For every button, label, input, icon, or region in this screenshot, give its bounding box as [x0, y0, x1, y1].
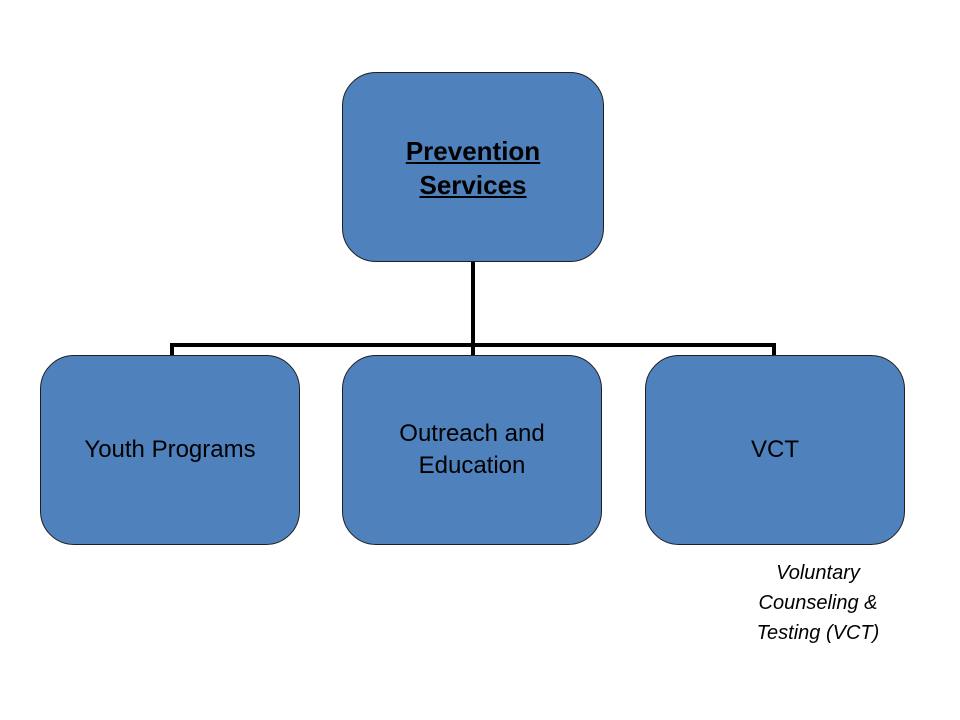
- node-prevention-services-label: Prevention Services: [405, 136, 541, 200]
- node-youth-programs-label: Youth Programs: [84, 436, 256, 463]
- node-prevention-services: Prevention Services: [342, 72, 604, 262]
- node-youth-programs: Youth Programs: [40, 355, 300, 545]
- vct-definition-note: Voluntary Counseling & Testing (VCT): [756, 562, 880, 644]
- node-vct-label: VCT: [751, 436, 799, 463]
- node-outreach-education-label: Outreach and Education: [399, 420, 545, 479]
- node-outreach-education: Outreach and Education: [342, 355, 602, 545]
- node-vct: VCT: [645, 355, 905, 545]
